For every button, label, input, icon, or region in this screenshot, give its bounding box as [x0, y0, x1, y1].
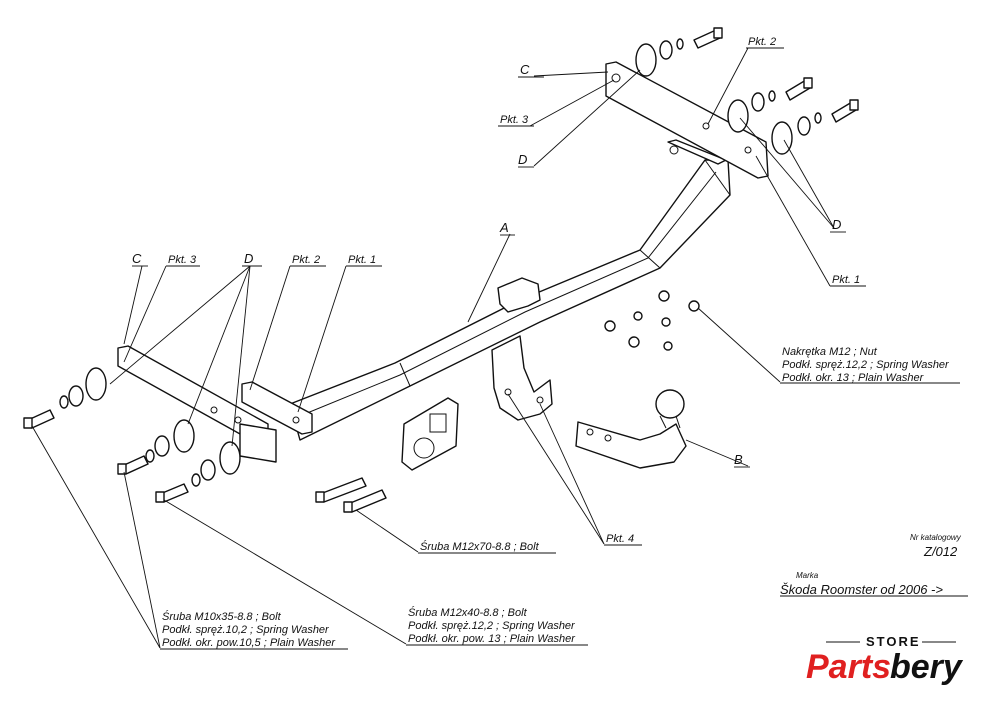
label-pkt1-right: Pkt. 1 [832, 274, 860, 286]
label-pkt4: Pkt. 4 [606, 533, 634, 545]
catalog-label: Nr katalogowy [910, 533, 962, 542]
brand-label: Marka [796, 571, 819, 580]
nut-group [604, 290, 700, 351]
logo-store-text: STORE [866, 634, 921, 649]
label-b: B [734, 452, 743, 467]
label-pkt2-right: Pkt. 2 [748, 36, 776, 48]
bolt35-note-line2: Podkł. spręż.10,2 ; Spring Washer [162, 624, 330, 636]
nut-note-line3: Podkł. okr. 13 ; Plain Washer [782, 372, 925, 384]
nut-note-line1: Nakrętka M12 ; Nut [782, 346, 878, 358]
right-side-plate [605, 61, 769, 179]
label-pkt1-left: Pkt. 1 [348, 254, 376, 266]
ball-mount-bracket [491, 335, 553, 421]
labels: A B C Pkt. 3 D Pkt. 2 Pkt. 1 C Pkt. 3 D … [132, 36, 962, 649]
partsbery-logo: STORE Parts bery [794, 604, 966, 700]
bolt35-note-line1: Śruba M10x35-8.8 ; Bolt [162, 610, 282, 623]
label-pkt3-right: Pkt. 3 [500, 114, 529, 126]
logo-bery-text: bery [890, 648, 964, 686]
catalog-number: Z/012 [923, 544, 958, 559]
socket-plate [401, 397, 459, 471]
label-d-left: D [244, 251, 253, 266]
m12x70-bolts [315, 477, 387, 513]
left-fasteners [23, 367, 241, 503]
left-side-plates [117, 345, 313, 463]
nut-note-line2: Podkł. spręż.12,2 ; Spring Washer [782, 359, 950, 371]
label-d-right-lower: D [832, 217, 841, 232]
logo-parts-text: Parts [806, 648, 891, 686]
label-a: A [499, 220, 509, 235]
leader-lines [31, 47, 968, 650]
label-pkt2-left: Pkt. 2 [292, 254, 320, 266]
tow-ball-b [575, 389, 687, 469]
vehicle-model: Škoda Roomster od 2006 -> [780, 582, 943, 597]
bolt70-note: Śruba M12x70-8.8 ; Bolt [420, 540, 540, 553]
bolt40-note-line2: Podkł. spręż.12,2 ; Spring Washer [408, 620, 576, 632]
bolt40-note-line1: Śruba M12x40-8.8 ; Bolt [408, 606, 528, 619]
crossbar-a [289, 139, 731, 441]
label-c-right: C [520, 62, 530, 77]
bolt40-note-line3: Podkł. okr. pow. 13 ; Plain Washer [408, 633, 576, 645]
label-c-left: C [132, 251, 142, 266]
label-pkt3-left: Pkt. 3 [168, 254, 197, 266]
label-d-right-upper: D [518, 152, 527, 167]
bolt35-note-line3: Podkł. okr. pow.10,5 ; Plain Washer [162, 637, 336, 649]
